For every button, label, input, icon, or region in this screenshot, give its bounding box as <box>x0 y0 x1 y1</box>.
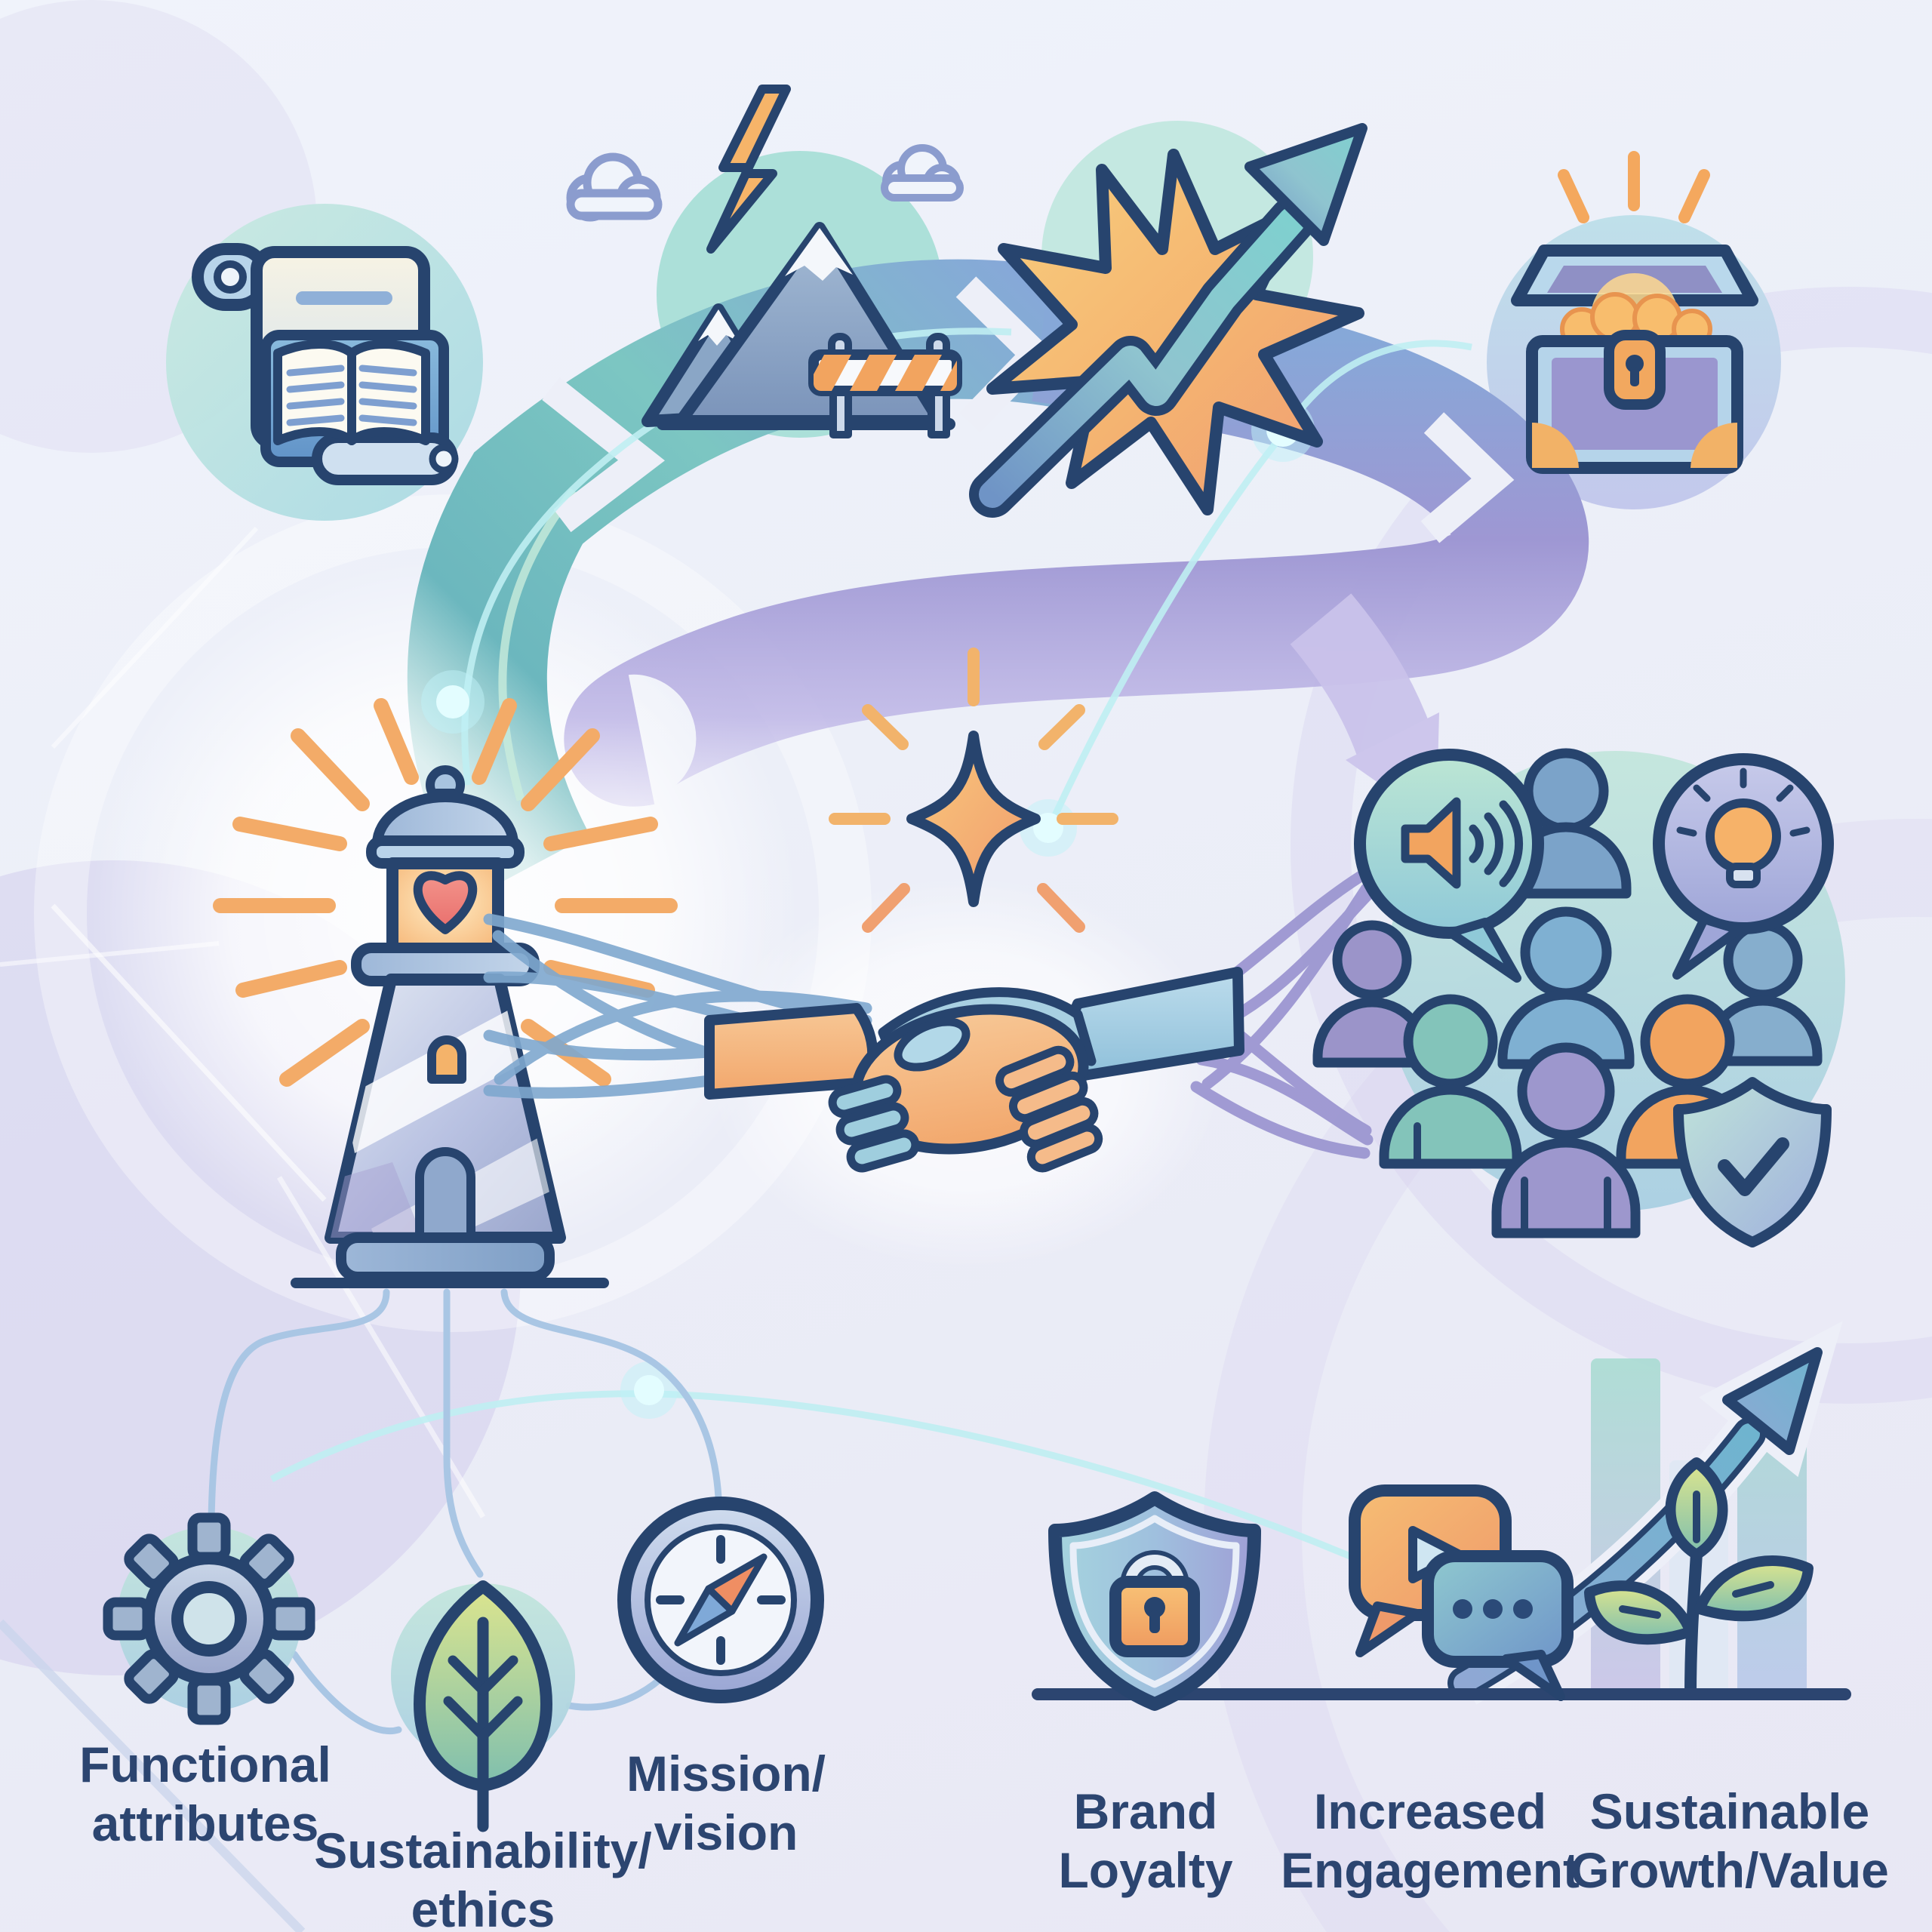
scroll-book-icon <box>192 243 459 485</box>
label-functional-attributes: Functional attributes <box>79 1737 331 1851</box>
lightbulb-bubble-icon <box>1653 753 1834 980</box>
shield-lock-icon <box>1048 1491 1261 1711</box>
gear-icon <box>103 1512 315 1725</box>
growth-plant-icon <box>1584 1457 1814 1700</box>
label-increased-engagement: Increased Engagement <box>1280 1783 1580 1898</box>
label-sustainability-ethics: Sustainability/ ethics <box>314 1823 652 1932</box>
road-barrier-icon <box>808 333 962 438</box>
pillar-sustainability-ethics <box>391 1580 575 1832</box>
breakthrough-arrow-icon <box>969 123 1367 518</box>
leaf-icon <box>414 1580 552 1832</box>
chat-play-icon <box>1349 1484 1574 1701</box>
heart-icon <box>413 871 478 934</box>
chest-rays <box>1558 151 1710 223</box>
mountains-barrier-icon <box>566 85 964 438</box>
label-mission-vision: Mission/ vision <box>626 1746 826 1860</box>
shield-check-icon <box>1673 1077 1832 1247</box>
handshake-icon <box>704 967 1244 1173</box>
label-sustainable-growth-value: Sustainable Growth/Value <box>1571 1783 1889 1898</box>
audience-group-icon <box>1312 748 1845 1247</box>
speaker-bubble-icon <box>1354 749 1544 983</box>
sparkle-icon <box>829 648 1118 933</box>
pillar-functional-attributes <box>103 1512 315 1725</box>
lighthouse-rays <box>213 698 678 1087</box>
band-chevron-notch <box>1420 412 1515 543</box>
compass-icon <box>617 1497 824 1703</box>
pillar-connectors <box>208 1288 722 1735</box>
band-chevron-notch <box>542 377 665 533</box>
treasure-chest-icon <box>1511 151 1758 474</box>
cloud-icon <box>566 152 663 222</box>
cloud-icon <box>881 144 964 202</box>
lightning-icon <box>706 85 791 254</box>
label-brand-loyalty: Brand Loyalty <box>1058 1783 1233 1898</box>
pillar-mission-vision <box>617 1497 824 1703</box>
